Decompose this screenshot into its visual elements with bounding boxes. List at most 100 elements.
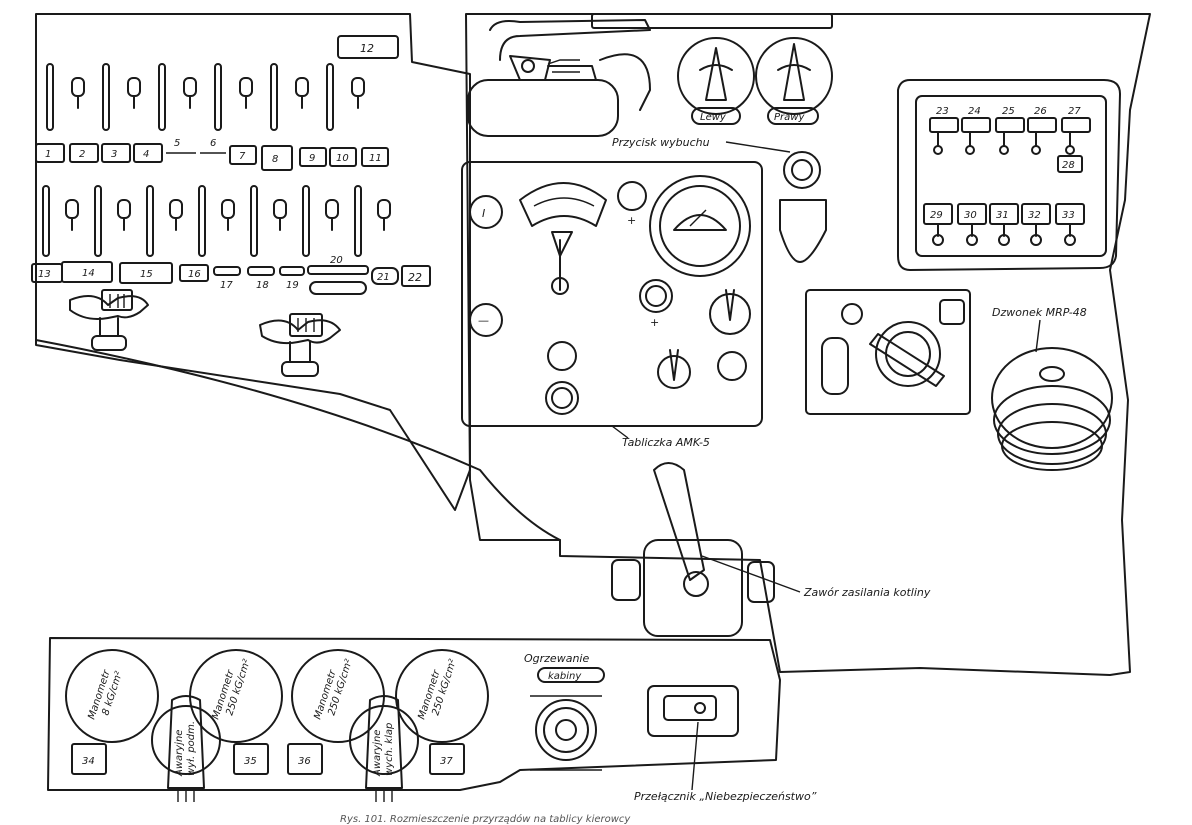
label-11: 11 (369, 153, 382, 164)
toggle-switch (239, 77, 253, 109)
label-8: 8 (272, 154, 278, 165)
fuse-label: 29 (930, 210, 943, 221)
toggle-switch (326, 63, 334, 131)
label-12: 12 (360, 42, 374, 55)
label-2: 2 (79, 149, 85, 160)
left-switch-panel: 12 1 2 3 4 5 6 7 8 9 10 (31, 13, 471, 511)
toggle-switch (117, 199, 131, 231)
toggle-switch (42, 185, 50, 257)
label-3: 3 (111, 149, 117, 160)
toggle-switch (46, 63, 54, 131)
fuse-slot: 23 (929, 106, 959, 155)
bottom-number-row: 13 14 15 16 17 18 19 20 21 22 (31, 255, 431, 295)
detonator-button: Przycisk wybuchu (612, 136, 827, 263)
switch-block (805, 289, 971, 415)
label-13: 13 (38, 269, 51, 280)
fuse-label: 23 (936, 106, 949, 117)
label-1: 1 (45, 149, 51, 160)
label-zawor: Zawór zasilania kotliny (803, 586, 931, 599)
toggle-switch (325, 199, 339, 231)
toggle-switch (65, 199, 79, 231)
fuse-slot: 29 (923, 203, 953, 246)
fuse-label: 26 (1034, 106, 1047, 117)
handle-label: wych. klap (384, 723, 395, 776)
wing-nut-left (69, 289, 149, 351)
toggle-switch (146, 185, 154, 257)
toggle-switch (354, 185, 362, 257)
toggle-switch (250, 185, 258, 257)
fuse-slot: 33 (1055, 203, 1085, 246)
label-ogrzewanie: Ogrzewanie (524, 652, 589, 665)
toggle-switch (351, 77, 365, 109)
heater-supply-valve: Zawór zasilania kotliny (611, 462, 931, 637)
amk5-panel: I — + + Tabliczka AMK-5 (461, 161, 763, 449)
label-4: 4 (143, 149, 149, 160)
label-21: 21 (377, 272, 390, 283)
label-6: 6 (210, 138, 216, 149)
main-panel-outline (35, 13, 1151, 676)
handle-label: wył. podm. (186, 721, 197, 776)
box-label: 36 (298, 756, 311, 767)
label-plus-bottom: + (650, 316, 659, 329)
fuse-label: 31 (996, 210, 1009, 221)
numbered-box: 36 (287, 743, 323, 775)
label-18: 18 (256, 280, 269, 291)
fuse-slot: 27 (1061, 106, 1091, 155)
toggle-switch (71, 77, 85, 109)
toggle-switch (169, 199, 183, 231)
toggle-switch (183, 77, 197, 109)
label-ogrzewanie-sub: kabiny (548, 671, 582, 682)
fuse-label: 33 (1062, 210, 1075, 221)
label-17: 17 (220, 280, 233, 291)
toggle-switch (221, 199, 235, 231)
fuse-slot: 32 (1021, 203, 1051, 246)
label-dzwonek: Dzwonek MRP-48 (992, 306, 1087, 319)
label-plus-top: + (627, 214, 636, 227)
label-14: 14 (82, 268, 95, 279)
label-7: 7 (239, 151, 246, 162)
label-minus: — (478, 314, 489, 327)
fuse-slot: 25 (995, 106, 1025, 155)
toggle-switch (273, 199, 287, 231)
toggle-switch (270, 63, 278, 131)
label-19: 19 (286, 280, 299, 291)
knob-label-lewy: Lewy (700, 112, 727, 123)
label-22: 22 (408, 271, 422, 284)
numbered-box: 34 (71, 743, 107, 775)
box-label: 34 (82, 756, 95, 767)
label-tabliczka: Tabliczka AMK-5 (622, 436, 710, 449)
middle-toggle-row (42, 185, 391, 257)
detonator-assembly (467, 13, 833, 137)
fuse-slot: 24 (961, 106, 991, 155)
fuse-label: 24 (968, 106, 981, 117)
fuse-label: 28 (1062, 160, 1075, 171)
handle-label: Awaryjne (174, 730, 185, 777)
toggle-switch (214, 63, 222, 131)
toggle-switch (377, 199, 391, 231)
left-right-knobs: Lewy Prawy (677, 37, 833, 125)
label-9: 9 (309, 153, 315, 164)
toggle-switch (94, 185, 102, 257)
toggle-switch (158, 63, 166, 131)
handle-label: Awaryjne (372, 730, 383, 777)
box-label: 37 (440, 756, 453, 767)
figure-caption: Rys. 101. Rozmieszczenie przyrządów na t… (340, 813, 631, 825)
wing-nut-right (259, 313, 341, 377)
fuse-slot: 30 (957, 203, 987, 246)
label-20: 20 (330, 255, 343, 266)
label-roman-one: I (482, 207, 485, 220)
knob-label-prawy: Prawy (774, 112, 805, 123)
ammeter (519, 182, 607, 227)
fuse-label: 32 (1028, 210, 1041, 221)
fuse-slot: 28 (1057, 155, 1083, 173)
fuse-label: 27 (1068, 106, 1081, 117)
toggle-switch (302, 185, 310, 257)
